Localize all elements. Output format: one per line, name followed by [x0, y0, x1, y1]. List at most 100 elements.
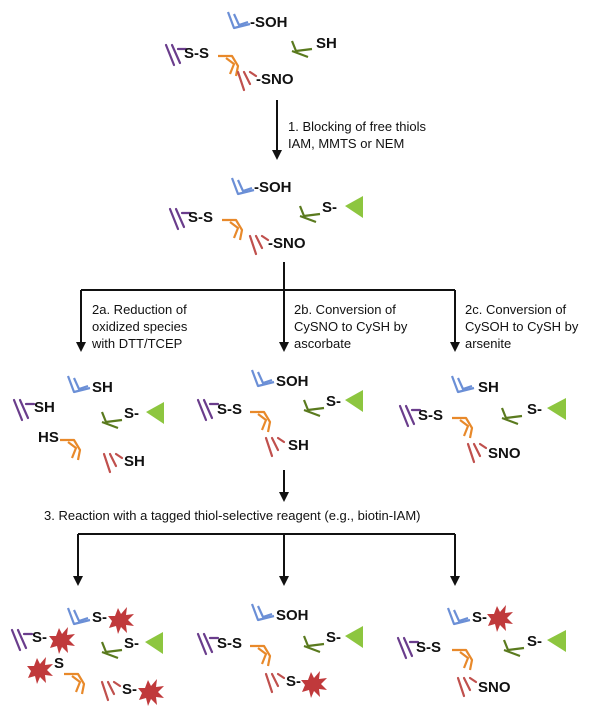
s-label: S- [286, 673, 301, 690]
s-label: S- [124, 405, 139, 422]
orange-protein-chain [250, 644, 272, 667]
biotin-tag-burst [138, 679, 164, 706]
step-3-label: 3. Reaction with a tagged thiol-selectiv… [44, 508, 420, 523]
red-protein-chain [264, 436, 286, 458]
step-2c-line1: 2c. Conversion of [465, 302, 567, 317]
red-protein-chain [102, 452, 124, 474]
disulfide-label: S-S [188, 209, 213, 226]
olive-protein-chain [502, 639, 525, 658]
purple-protein-chain [196, 632, 220, 656]
step-2c-line3: arsenite [465, 336, 511, 351]
red-protein-chain [456, 676, 478, 698]
disulfide-label: S-S [184, 45, 209, 62]
blocking-tag-triangle [547, 630, 566, 652]
olive-protein-chain [100, 641, 123, 660]
s-label: S- [322, 199, 337, 216]
step-2c-line2: CySOH to CySH by [465, 319, 579, 334]
blocking-tag-triangle [547, 398, 566, 420]
group-4b-labeled-species: SOH S-S S- S- [196, 603, 363, 698]
blue-protein-chain [66, 607, 91, 626]
blocking-tag-triangle [345, 390, 363, 412]
biotin-tag-burst [301, 671, 327, 698]
group-4a-labeled-species: S- S- S- S S- [10, 607, 164, 706]
olive-protein-chain [298, 205, 321, 224]
olive-protein-chain [302, 399, 325, 418]
biotin-tag-burst [49, 627, 75, 654]
purple-protein-chain [396, 636, 420, 660]
biotin-tag-burst [27, 657, 53, 684]
purple-protein-chain [12, 398, 36, 422]
soh-label: -SOH [254, 179, 292, 196]
purple-protein-chain [196, 398, 220, 422]
purple-protein-chain [168, 207, 192, 231]
step-2b-line1: 2b. Conversion of [294, 302, 396, 317]
sno-label: -SNO [268, 235, 306, 252]
disulfide-label: S-S [418, 407, 443, 424]
step-2a-line3: with DTT/TCEP [91, 336, 182, 351]
group-2-blocked-species: -SOH S-S S- -SNO [168, 177, 363, 256]
orange-protein-chain [222, 218, 244, 241]
olive-protein-chain [290, 40, 313, 59]
red-protein-chain [466, 442, 488, 464]
s-label: S- [326, 629, 341, 646]
sno-label: SNO [488, 445, 521, 462]
disulfide-label: S-S [217, 635, 242, 652]
purple-protein-chain [398, 404, 422, 428]
s-label: S- [326, 393, 341, 410]
sno-label: SNO [478, 679, 511, 696]
group-4c-labeled-species: S- S-S S- SNO [396, 605, 566, 698]
step-1-title: 1. Blocking of free thiols [288, 119, 427, 134]
purple-protein-chain [164, 43, 188, 67]
red-protein-chain [100, 680, 122, 702]
soh-label: SOH [276, 607, 309, 624]
biotin-tag-burst [487, 605, 513, 632]
blocking-tag-triangle [345, 196, 363, 218]
sh-label: SH [92, 379, 113, 396]
blocking-tag-triangle [145, 632, 163, 654]
orange-protein-chain [218, 54, 240, 77]
group-1-initial-species: -SOH SH S-S -SNO [164, 11, 337, 92]
s-label: S- [527, 633, 542, 650]
s-label: S- [122, 681, 137, 698]
step-2b-line2: CySNO to CySH by [294, 319, 408, 334]
group-3a-reduced-species: SH SH S- HS SH [12, 375, 164, 474]
blue-protein-chain [450, 375, 475, 394]
group-3c-arsenite-species: SH S-S S- SNO [398, 375, 566, 464]
biotin-tag-burst [108, 607, 134, 634]
sh-label: SH [316, 35, 337, 52]
s-label: S- [32, 629, 47, 646]
sh-label: SH [288, 437, 309, 454]
sno-label: -SNO [256, 71, 294, 88]
orange-protein-chain [452, 648, 474, 671]
disulfide-label: S-S [217, 401, 242, 418]
orange-protein-chain [64, 672, 86, 695]
disulfide-label: S-S [416, 639, 441, 656]
red-protein-chain [248, 234, 270, 256]
red-protein-chain [264, 672, 286, 694]
soh-label: -SOH [250, 14, 288, 31]
s-label: S [54, 655, 64, 672]
sh-label: SH [124, 453, 145, 470]
blue-protein-chain [446, 607, 471, 626]
blocking-tag-triangle [345, 626, 363, 648]
olive-protein-chain [100, 411, 123, 430]
blue-protein-chain [226, 11, 251, 30]
soh-label: SOH [276, 373, 309, 390]
step-2a-line1: 2a. Reduction of [92, 302, 187, 317]
s-label: S- [92, 609, 107, 626]
s-label: S- [527, 401, 542, 418]
orange-protein-chain [452, 416, 474, 439]
orange-protein-chain [60, 438, 82, 461]
step-2a-line2: oxidized species [92, 319, 188, 334]
group-3b-ascorbate-species: SOH S-S S- SH [196, 369, 363, 458]
blue-protein-chain [250, 603, 275, 622]
sh-label: SH [34, 399, 55, 416]
s-label: S- [472, 609, 487, 626]
orange-protein-chain [250, 410, 272, 433]
s-label: S- [124, 635, 139, 652]
blue-protein-chain [250, 369, 275, 388]
sh-label: SH [478, 379, 499, 396]
olive-protein-chain [302, 635, 325, 654]
purple-protein-chain [10, 628, 34, 652]
